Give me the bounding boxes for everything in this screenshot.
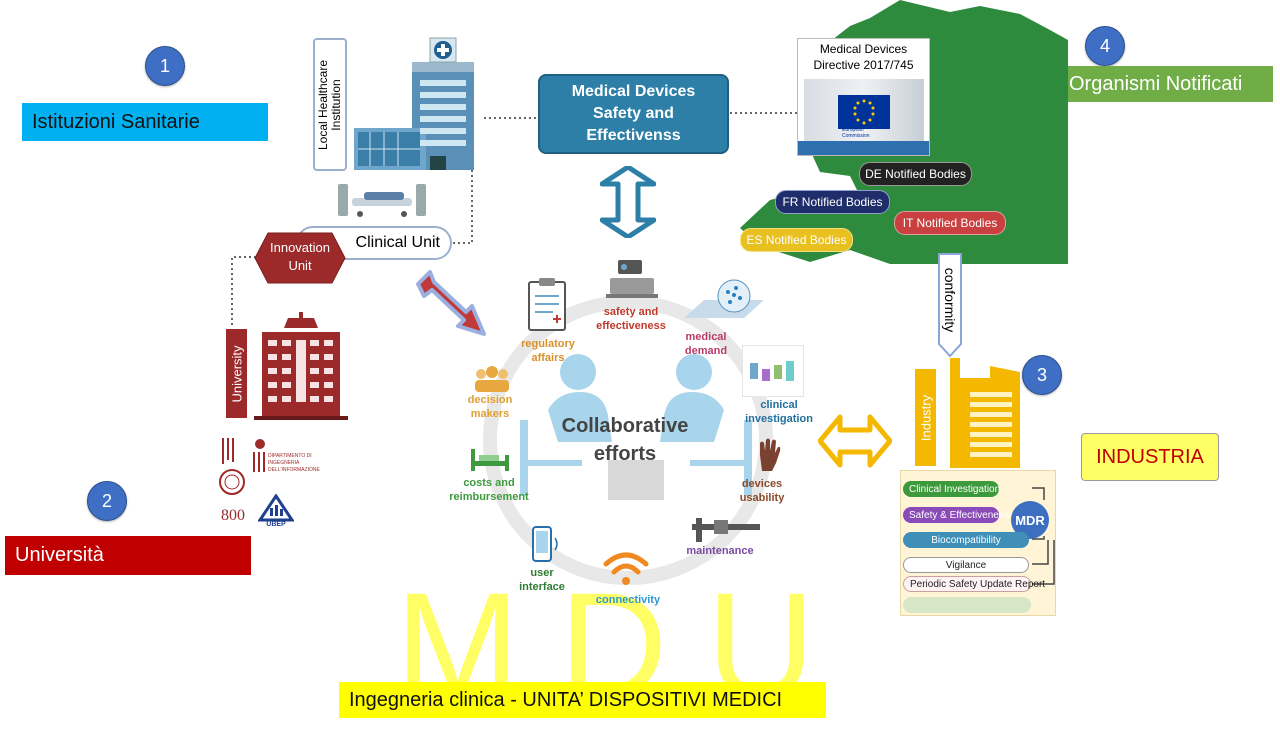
notified-body-it: IT Notified Bodies bbox=[894, 211, 1006, 235]
feature-decision-makers: decision makers bbox=[467, 394, 513, 420]
clinical-unit-label: Clinical Unit bbox=[355, 234, 440, 251]
feature-clinical-investigation: clinical investigation bbox=[745, 399, 813, 425]
feature-maintenance: maintenance bbox=[686, 545, 754, 557]
mdr-row-safety-effectiveness: Safety & Effectiveness bbox=[903, 507, 1009, 523]
hospital-vertical-label: Local Healthcare Institution bbox=[313, 38, 347, 171]
collaborative-efforts-label: Collaborative efforts bbox=[561, 415, 689, 465]
safety-effectiveness-box: Medical Devices Safety and Effectivenss bbox=[538, 74, 729, 154]
number-badge-1: 1 bbox=[145, 46, 185, 86]
conformity-label: conformity bbox=[942, 267, 958, 333]
smartphone-icon bbox=[532, 526, 558, 562]
regulatory-document-icon bbox=[528, 278, 566, 331]
feature-regulatory-affairs: regulatory affairs bbox=[521, 338, 575, 364]
istituzioni-label: Istituzioni Sanitarie bbox=[22, 103, 268, 141]
ubep-label: UBEP bbox=[266, 521, 286, 528]
innovation-unit-label: Innovation Unit bbox=[270, 240, 330, 273]
mdr-row-blank bbox=[903, 597, 1031, 613]
university-vertical-label: University bbox=[226, 329, 247, 418]
feature-costs-reimbursement: costs and reimbursement bbox=[449, 477, 529, 503]
eu-commission-label: European Commission bbox=[842, 127, 870, 139]
conformity-arrow-shape bbox=[938, 253, 962, 358]
medical-demand-icon bbox=[684, 279, 764, 318]
hospital-bed-icon bbox=[338, 184, 426, 217]
notified-body-fr: FR Notified Bodies bbox=[775, 190, 890, 214]
industry-vertical-label: Industry bbox=[915, 369, 936, 466]
feature-safety-effectiveness: safety and effectiveness bbox=[596, 306, 666, 332]
costs-bed-icon bbox=[471, 449, 509, 471]
directive-card: Medical Devices Directive 2017/745 Europ… bbox=[797, 38, 930, 156]
mdr-row-clinical-investigation: Clinical Investigation bbox=[903, 481, 1000, 497]
diagonal-double-arrow-icon bbox=[416, 270, 486, 336]
caliper-icon bbox=[692, 518, 760, 542]
meeting-people-icon bbox=[520, 354, 752, 500]
feature-devices-usability: devices usability bbox=[739, 478, 785, 504]
number-badge-4: 4 bbox=[1085, 26, 1125, 66]
university-building-icon bbox=[254, 312, 348, 420]
footer-label: Ingegneria clinica - UNITA’ DISPOSITIVI … bbox=[339, 682, 826, 718]
vertical-double-arrow-icon bbox=[600, 166, 656, 238]
organismi-label: Organismi Notificati bbox=[1059, 66, 1273, 102]
mdr-row-psur: Periodic Safety Update Report bbox=[903, 576, 1045, 592]
eu-commission-image bbox=[804, 79, 924, 141]
industria-label: INDUSTRIA bbox=[1081, 433, 1219, 481]
notified-body-de: DE Notified Bodies bbox=[859, 162, 972, 186]
wifi-icon bbox=[603, 552, 649, 585]
department-logo-icon bbox=[253, 439, 265, 472]
innovation-unit-hexagon bbox=[254, 232, 346, 284]
directive-title: Medical Devices Directive 2017/745 bbox=[813, 42, 914, 72]
feature-connectivity: connectivity bbox=[595, 594, 661, 606]
department-text: DIPARTIMENTO DI INGEGNERIA DELL'INFORMAZ… bbox=[268, 453, 320, 473]
feature-medical-demand: medical demand bbox=[684, 331, 728, 357]
hand-icon bbox=[760, 438, 781, 471]
eu-flag-icon bbox=[838, 95, 890, 129]
universita-label: Università bbox=[5, 536, 251, 575]
hospital-building-icon bbox=[354, 37, 474, 170]
mdr-row-biocompatibility: Biocompatibility bbox=[903, 532, 1029, 548]
university-seal-icon: 800 bbox=[219, 438, 245, 524]
number-badge-2: 2 bbox=[87, 481, 127, 521]
svg-text:800: 800 bbox=[221, 507, 245, 524]
ubep-logo-icon bbox=[258, 494, 294, 522]
industry-building-icon bbox=[950, 358, 1020, 468]
mdu-watermark: M D U bbox=[395, 570, 815, 720]
safety-effectiveness-title: Medical Devices Safety and Effectivenss bbox=[571, 83, 696, 144]
number-badge-3: 3 bbox=[1022, 355, 1062, 395]
boxplot-chart-icon bbox=[742, 345, 804, 397]
medical-equipment-icon bbox=[606, 260, 658, 298]
directive-bottom-band bbox=[798, 141, 929, 155]
notified-body-es: ES Notified Bodies bbox=[740, 228, 853, 252]
mdr-row-vigilance: Vigilance bbox=[903, 557, 1029, 573]
horizontal-double-arrow-icon bbox=[818, 414, 892, 468]
decision-makers-icon bbox=[475, 366, 509, 392]
feature-user-interface: user interface bbox=[519, 567, 565, 593]
